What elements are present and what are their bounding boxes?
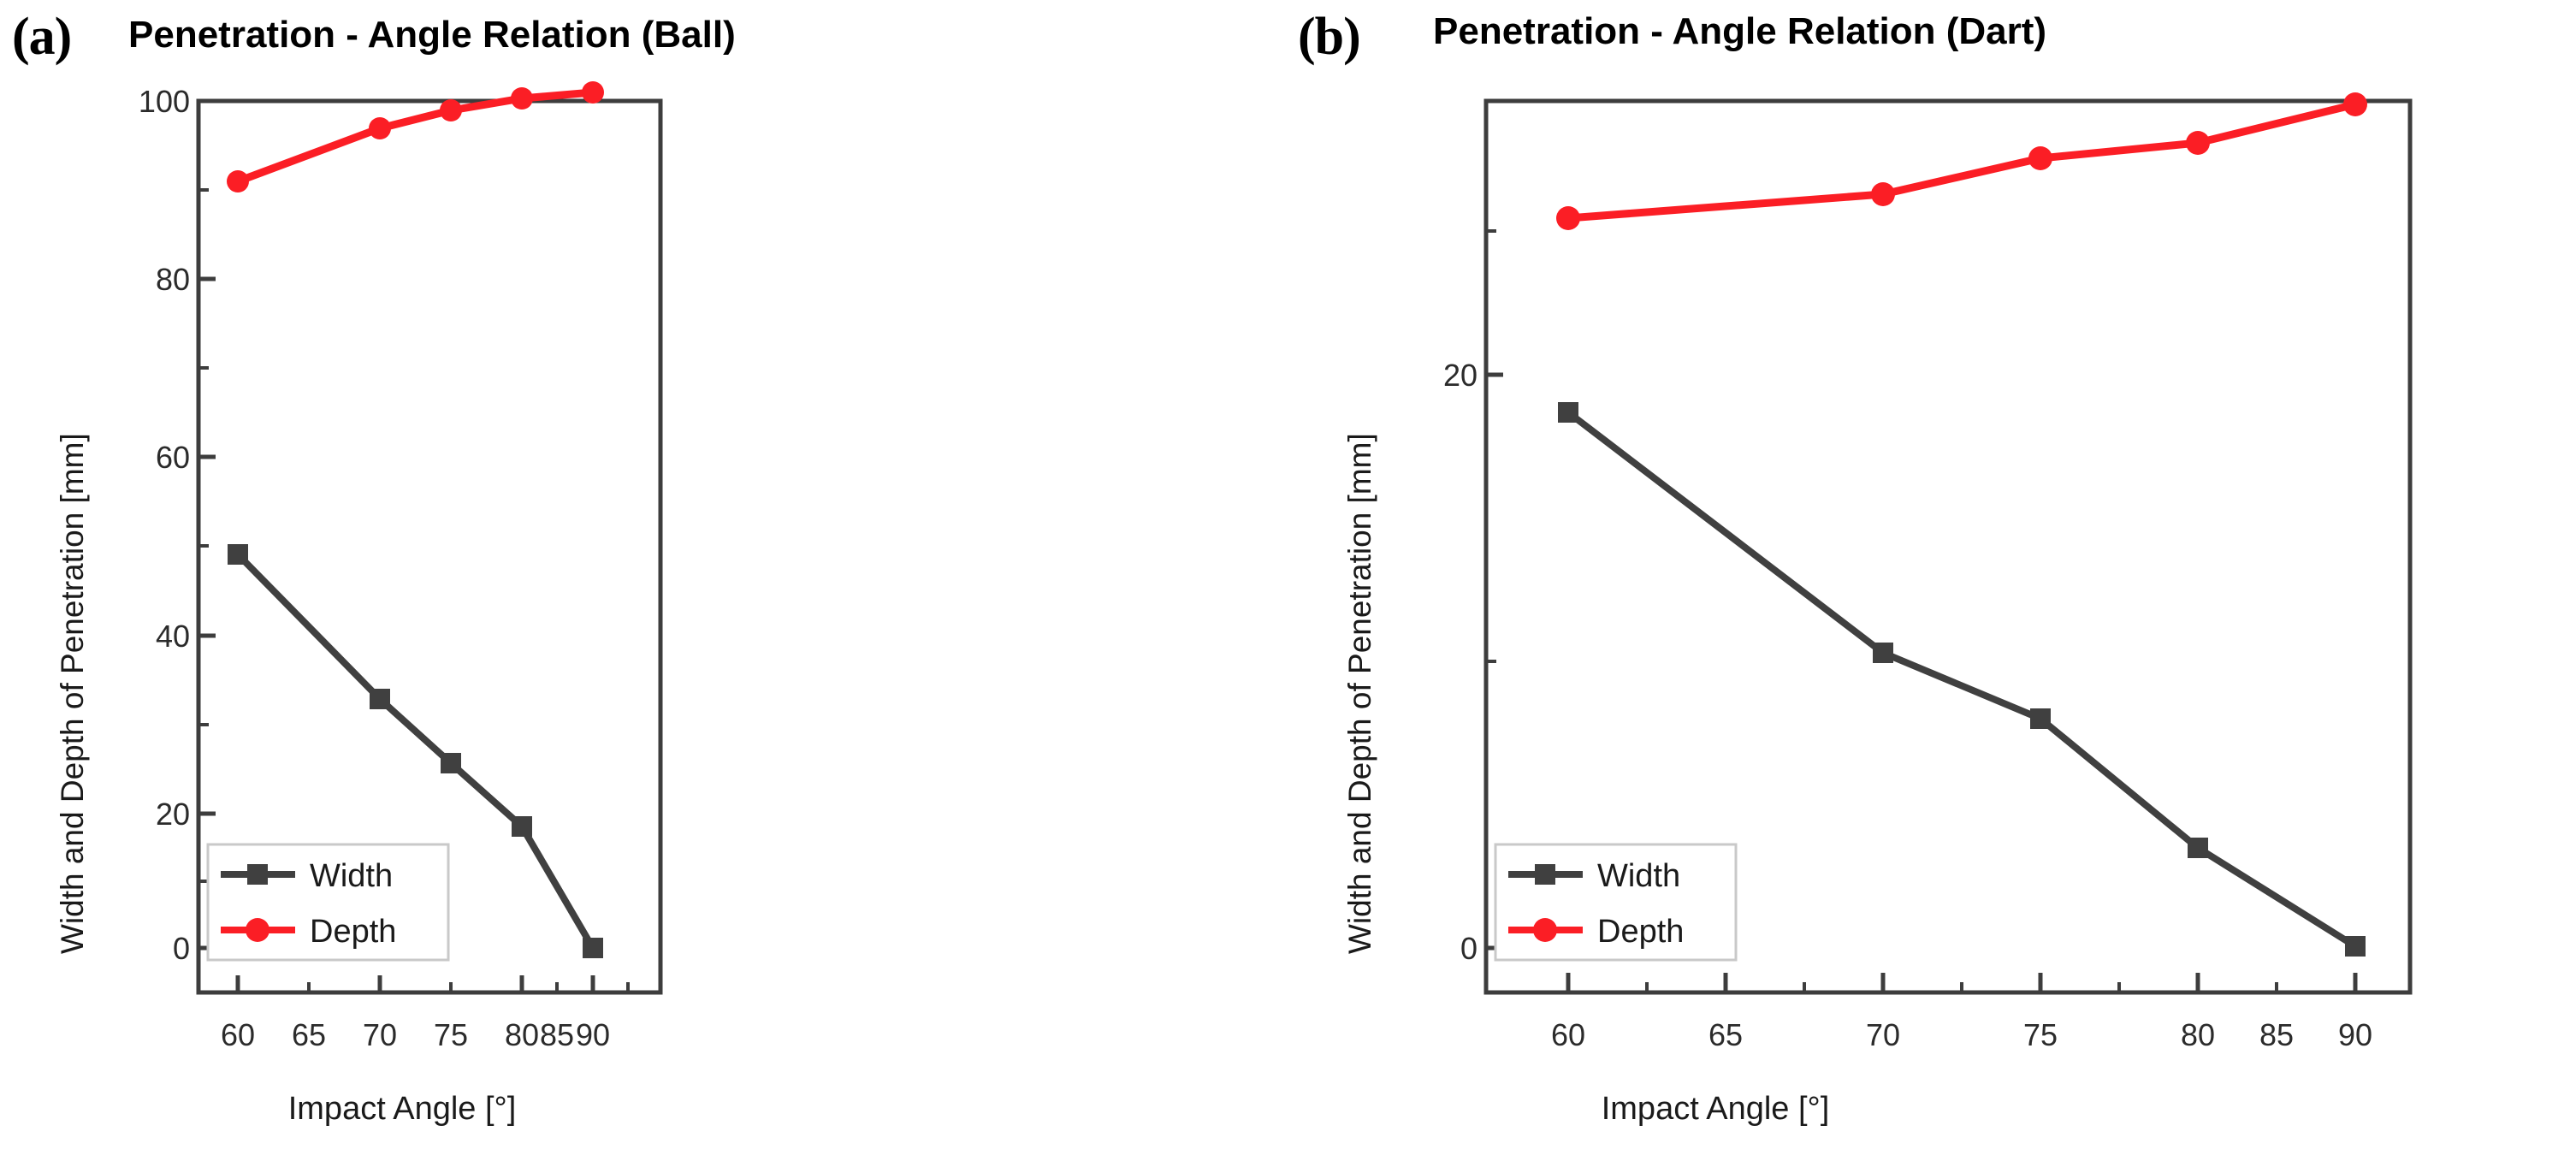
panel-b-xtick-90: 90 [2338,1017,2372,1052]
panel-a-legend-depth-label: Depth [310,914,396,950]
panel-b-legend[interactable]: Width Depth [1494,843,1738,962]
panel-b-y-ticks [1486,229,1503,951]
panel-a-letter: (a) [12,8,72,66]
panel-b-title: Penetration - Angle Relation (Dart) [1433,10,2047,52]
legend-square-marker-icon [247,864,268,885]
panel-b-plot: 20 0 60 65 70 75 80 85 90 [1443,92,2413,1052]
legend-circle-marker-icon [246,918,269,942]
panel-a-legend-item-width[interactable]: Width [221,858,393,894]
panel-a-xtick-85: 85 [540,1017,574,1052]
legend-circle-marker-icon [1533,918,1557,942]
panel-b-dart: (b) Penetration - Angle Relation (Dart) … [1288,0,2575,1161]
panel-b-legend-item-depth[interactable]: Depth [1508,914,1684,950]
panel-b-axes [1483,98,2413,995]
panel-a-x-ticks [235,975,630,992]
panel-a-ytick-80: 80 [156,262,190,297]
panel-a-ytick-40: 40 [156,619,190,654]
panel-a-legend-item-depth[interactable]: Depth [221,914,396,950]
panel-b-xtick-65: 65 [1708,1017,1743,1052]
panel-a-title: Penetration - Angle Relation (Ball) [128,14,736,56]
panel-b-x-axis-label: Impact Angle [°] [1601,1091,1830,1127]
panel-b-series-width [1558,402,2366,957]
panel-a-ytick-60: 60 [156,440,190,475]
panel-a-series-depth [227,81,604,193]
panel-a-series-width [228,544,603,958]
panel-a-xtick-75: 75 [434,1017,468,1052]
panel-a-xtick-70: 70 [363,1017,397,1052]
panel-b-xtick-85: 85 [2259,1017,2294,1052]
panel-b-x-ticks [1566,973,2358,992]
legend-square-marker-icon [1535,864,1555,885]
panel-a-ytick-100: 100 [139,84,190,119]
panel-a-legend-width-label: Width [310,858,393,894]
panel-a-x-axis-label: Impact Angle [°] [287,1091,517,1127]
panel-b-legend-depth-label: Depth [1597,914,1684,950]
panel-a-y-ticks [198,98,216,951]
panel-b-series-depth [1556,92,2367,230]
panel-a-plot: 100 80 60 40 20 0 60 65 70 75 80 85 [139,81,663,1052]
panel-b-legend-item-width[interactable]: Width [1508,858,1680,894]
panel-a-ytick-20: 20 [156,797,190,832]
panel-b-ytick-0: 0 [1460,931,1477,966]
panel-b-ytick-20: 20 [1443,358,1477,393]
panel-a-ball: (a) Penetration - Angle Relation (Ball) … [12,8,736,1127]
panel-a-legend[interactable]: Width Depth [206,843,450,962]
panel-b-xtick-80: 80 [2181,1017,2215,1052]
panel-b-xtick-60: 60 [1551,1017,1585,1052]
panel-a-xtick-90: 90 [576,1017,610,1052]
panel-a-xtick-80: 80 [505,1017,539,1052]
panel-a-xtick-60: 60 [221,1017,255,1052]
panel-b-letter: (b) [1298,8,1361,66]
panel-a-ytick-0: 0 [173,931,190,966]
panel-b-xtick-70: 70 [1866,1017,1900,1052]
panel-b-xtick-75: 75 [2023,1017,2058,1052]
panel-a-xtick-65: 65 [292,1017,326,1052]
panel-b-legend-width-label: Width [1597,858,1680,894]
